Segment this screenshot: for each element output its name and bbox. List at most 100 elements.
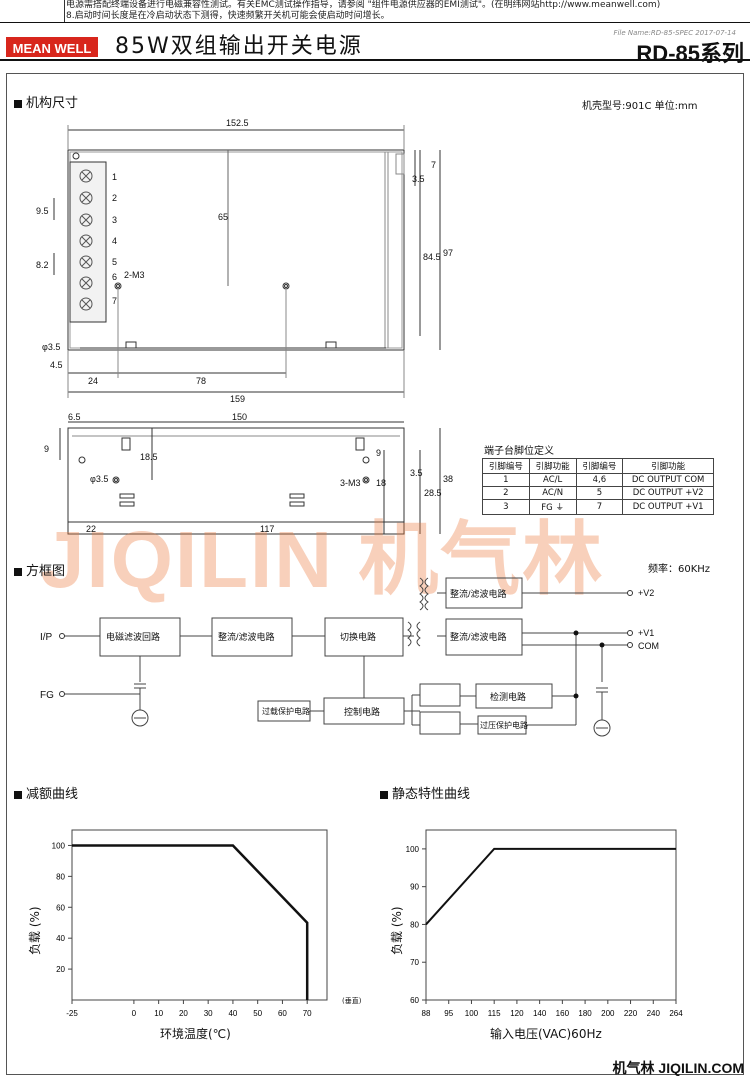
derating-line	[72, 844, 309, 1000]
static-title: 静态特性曲线	[380, 783, 470, 802]
table-row: 2 AC/N 5 DC OUTPUT +V2	[482, 486, 714, 500]
label-v1: +V1	[638, 628, 654, 638]
x-tick-label: 140	[533, 1009, 547, 1018]
table-cell: 4,6	[575, 473, 624, 487]
dim-4-5: 4.5	[50, 360, 63, 370]
block-ovp: 过压保护电路	[480, 720, 528, 730]
table-header-cell: 引脚功能	[528, 458, 577, 474]
page-title: 85W双组输出开关电源	[115, 34, 363, 59]
dim-9-right: 9	[376, 448, 381, 458]
static-title-text: 静态特性曲线	[392, 787, 471, 802]
dim-65: 65	[218, 212, 228, 222]
dim-22: 22	[86, 524, 96, 534]
y-tick-label: 100	[52, 841, 66, 850]
dim-97: 97	[443, 248, 453, 258]
y-tick-label: 70	[410, 958, 419, 967]
y-tick-label: 40	[56, 934, 65, 943]
label-ip: I/P	[40, 632, 53, 643]
x-tick-label: 20	[179, 1009, 188, 1018]
header-note-1: 电源需搭配终端设备进行电磁兼容性测试。有关EMC测试操作指导，请参阅 "组件电源…	[66, 0, 661, 10]
plot-frame	[71, 829, 328, 1001]
label-v2: +V2	[638, 588, 654, 598]
x-tick-label: 30	[204, 1009, 213, 1018]
dim-117: 117	[260, 524, 274, 534]
x-tick-label: 240	[647, 1009, 661, 1018]
terminal-table-title: 端子台脚位定义	[484, 446, 554, 457]
x-tick-label: 50	[253, 1009, 262, 1018]
x-tick-label: 120	[510, 1009, 524, 1018]
dim-6-5: 6.5	[68, 412, 81, 422]
section-marker-icon	[14, 99, 22, 108]
plot-frame	[425, 829, 677, 1001]
x-tick-label: 220	[624, 1009, 638, 1018]
content-frame	[6, 73, 744, 1075]
label-fg: FG	[40, 690, 54, 701]
block-control: 控制电路	[344, 706, 380, 717]
block-detect: 检测电路	[490, 691, 526, 702]
x-tick-label: 200	[601, 1009, 615, 1018]
header-rule	[0, 59, 750, 61]
dim-side-hole: φ3.5	[90, 474, 108, 484]
file-name: File Name:RD-85-SPEC 2017-07-14	[613, 29, 736, 37]
y-tick-label: 20	[56, 965, 65, 974]
switch-freq: 频率：60KHz	[648, 564, 711, 575]
dim-159: 159	[230, 394, 245, 404]
block-title: 方框图	[14, 560, 65, 579]
table-header-row: 引脚编号 引脚功能 引脚编号 引脚功能	[482, 458, 714, 474]
static-ylabel: 负载 (%)	[390, 906, 404, 955]
block-emi: 电磁滤波回路	[106, 631, 160, 642]
static-line	[425, 847, 676, 926]
x-tick-label: 70	[303, 1009, 312, 1018]
series-name: RD-85系列	[636, 41, 744, 66]
terminal-number-5: 5	[112, 257, 117, 267]
dim-9-left: 9	[44, 444, 49, 454]
block-title-text: 方框图	[26, 564, 66, 579]
mechanical-title: 机构尺寸	[14, 92, 78, 111]
terminal-table: 引脚编号 引脚功能 引脚编号 引脚功能 1 AC/L 4,6 DC OUTPUT…	[482, 458, 714, 515]
table-row: 3 FG ⏚ 7 DC OUTPUT +V1	[482, 499, 714, 515]
header-note-2: 8.启动时间长度是在冷启动状态下测得，快速频繁开关机可能会使启动时间增长。	[66, 11, 390, 21]
dim-84-5: 84.5	[423, 252, 441, 262]
block-switch: 切换电路	[340, 631, 376, 642]
block-rect-1: 整流/滤波电路	[218, 631, 275, 642]
x-tick-label: 115	[488, 1009, 501, 1018]
top-rule	[0, 22, 750, 23]
section-marker-icon	[14, 790, 22, 799]
dim-152-5: 152.5	[226, 118, 249, 128]
table-cell: DC OUTPUT COM	[622, 473, 714, 487]
section-marker-icon	[14, 567, 22, 576]
dim-18-5: 18.5	[140, 452, 158, 462]
block-rect-v1: 整流/滤波电路	[450, 631, 507, 642]
block-diagram: I/P FG 电磁滤波回路 整流/滤波电路 切换电路 整流/滤波电路 整流/滤波…	[40, 577, 659, 737]
terminal-number-4: 4	[112, 236, 117, 246]
y-tick-label: 90	[410, 883, 419, 892]
table-cell: AC/L	[528, 473, 577, 487]
y-tick-label: 60	[410, 996, 419, 1005]
note-divider	[64, 0, 65, 22]
derating-title-text: 减额曲线	[26, 787, 79, 802]
mechanical-drawing: 152.5 7 3.5 84.5 97 65 9.5 8.2 2-M3 φ3.5…	[36, 118, 453, 535]
table-cell: DC OUTPUT +V2	[622, 486, 714, 500]
label-com: COM	[638, 641, 659, 651]
dim-24: 24	[88, 376, 98, 386]
table-cell: 1	[482, 473, 530, 487]
derating-ylabel: 负载 (%)	[28, 906, 42, 955]
section-marker-icon	[380, 790, 388, 799]
watermark: JIQILIN 机气林	[40, 515, 605, 604]
terminal-number-6: 6	[112, 272, 117, 282]
dim-hole: φ3.5	[42, 342, 60, 352]
x-tick-label: 0	[132, 1009, 137, 1018]
table-header-cell: 引脚编号	[482, 458, 530, 474]
terminal-number-7: 7	[112, 296, 117, 306]
case-info: 机壳型号:901C 单位:mm	[582, 101, 698, 112]
dim-8-2: 8.2	[36, 260, 49, 270]
terminal-number-2: 2	[112, 193, 117, 203]
dim-28-5: 28.5	[424, 488, 442, 498]
x-tick-label: 160	[556, 1009, 570, 1018]
table-cell: 3	[482, 499, 530, 515]
dim-3-5: 3.5	[412, 174, 425, 184]
y-tick-label: 60	[56, 903, 65, 912]
dim-side-3-5: 3.5	[410, 468, 423, 478]
